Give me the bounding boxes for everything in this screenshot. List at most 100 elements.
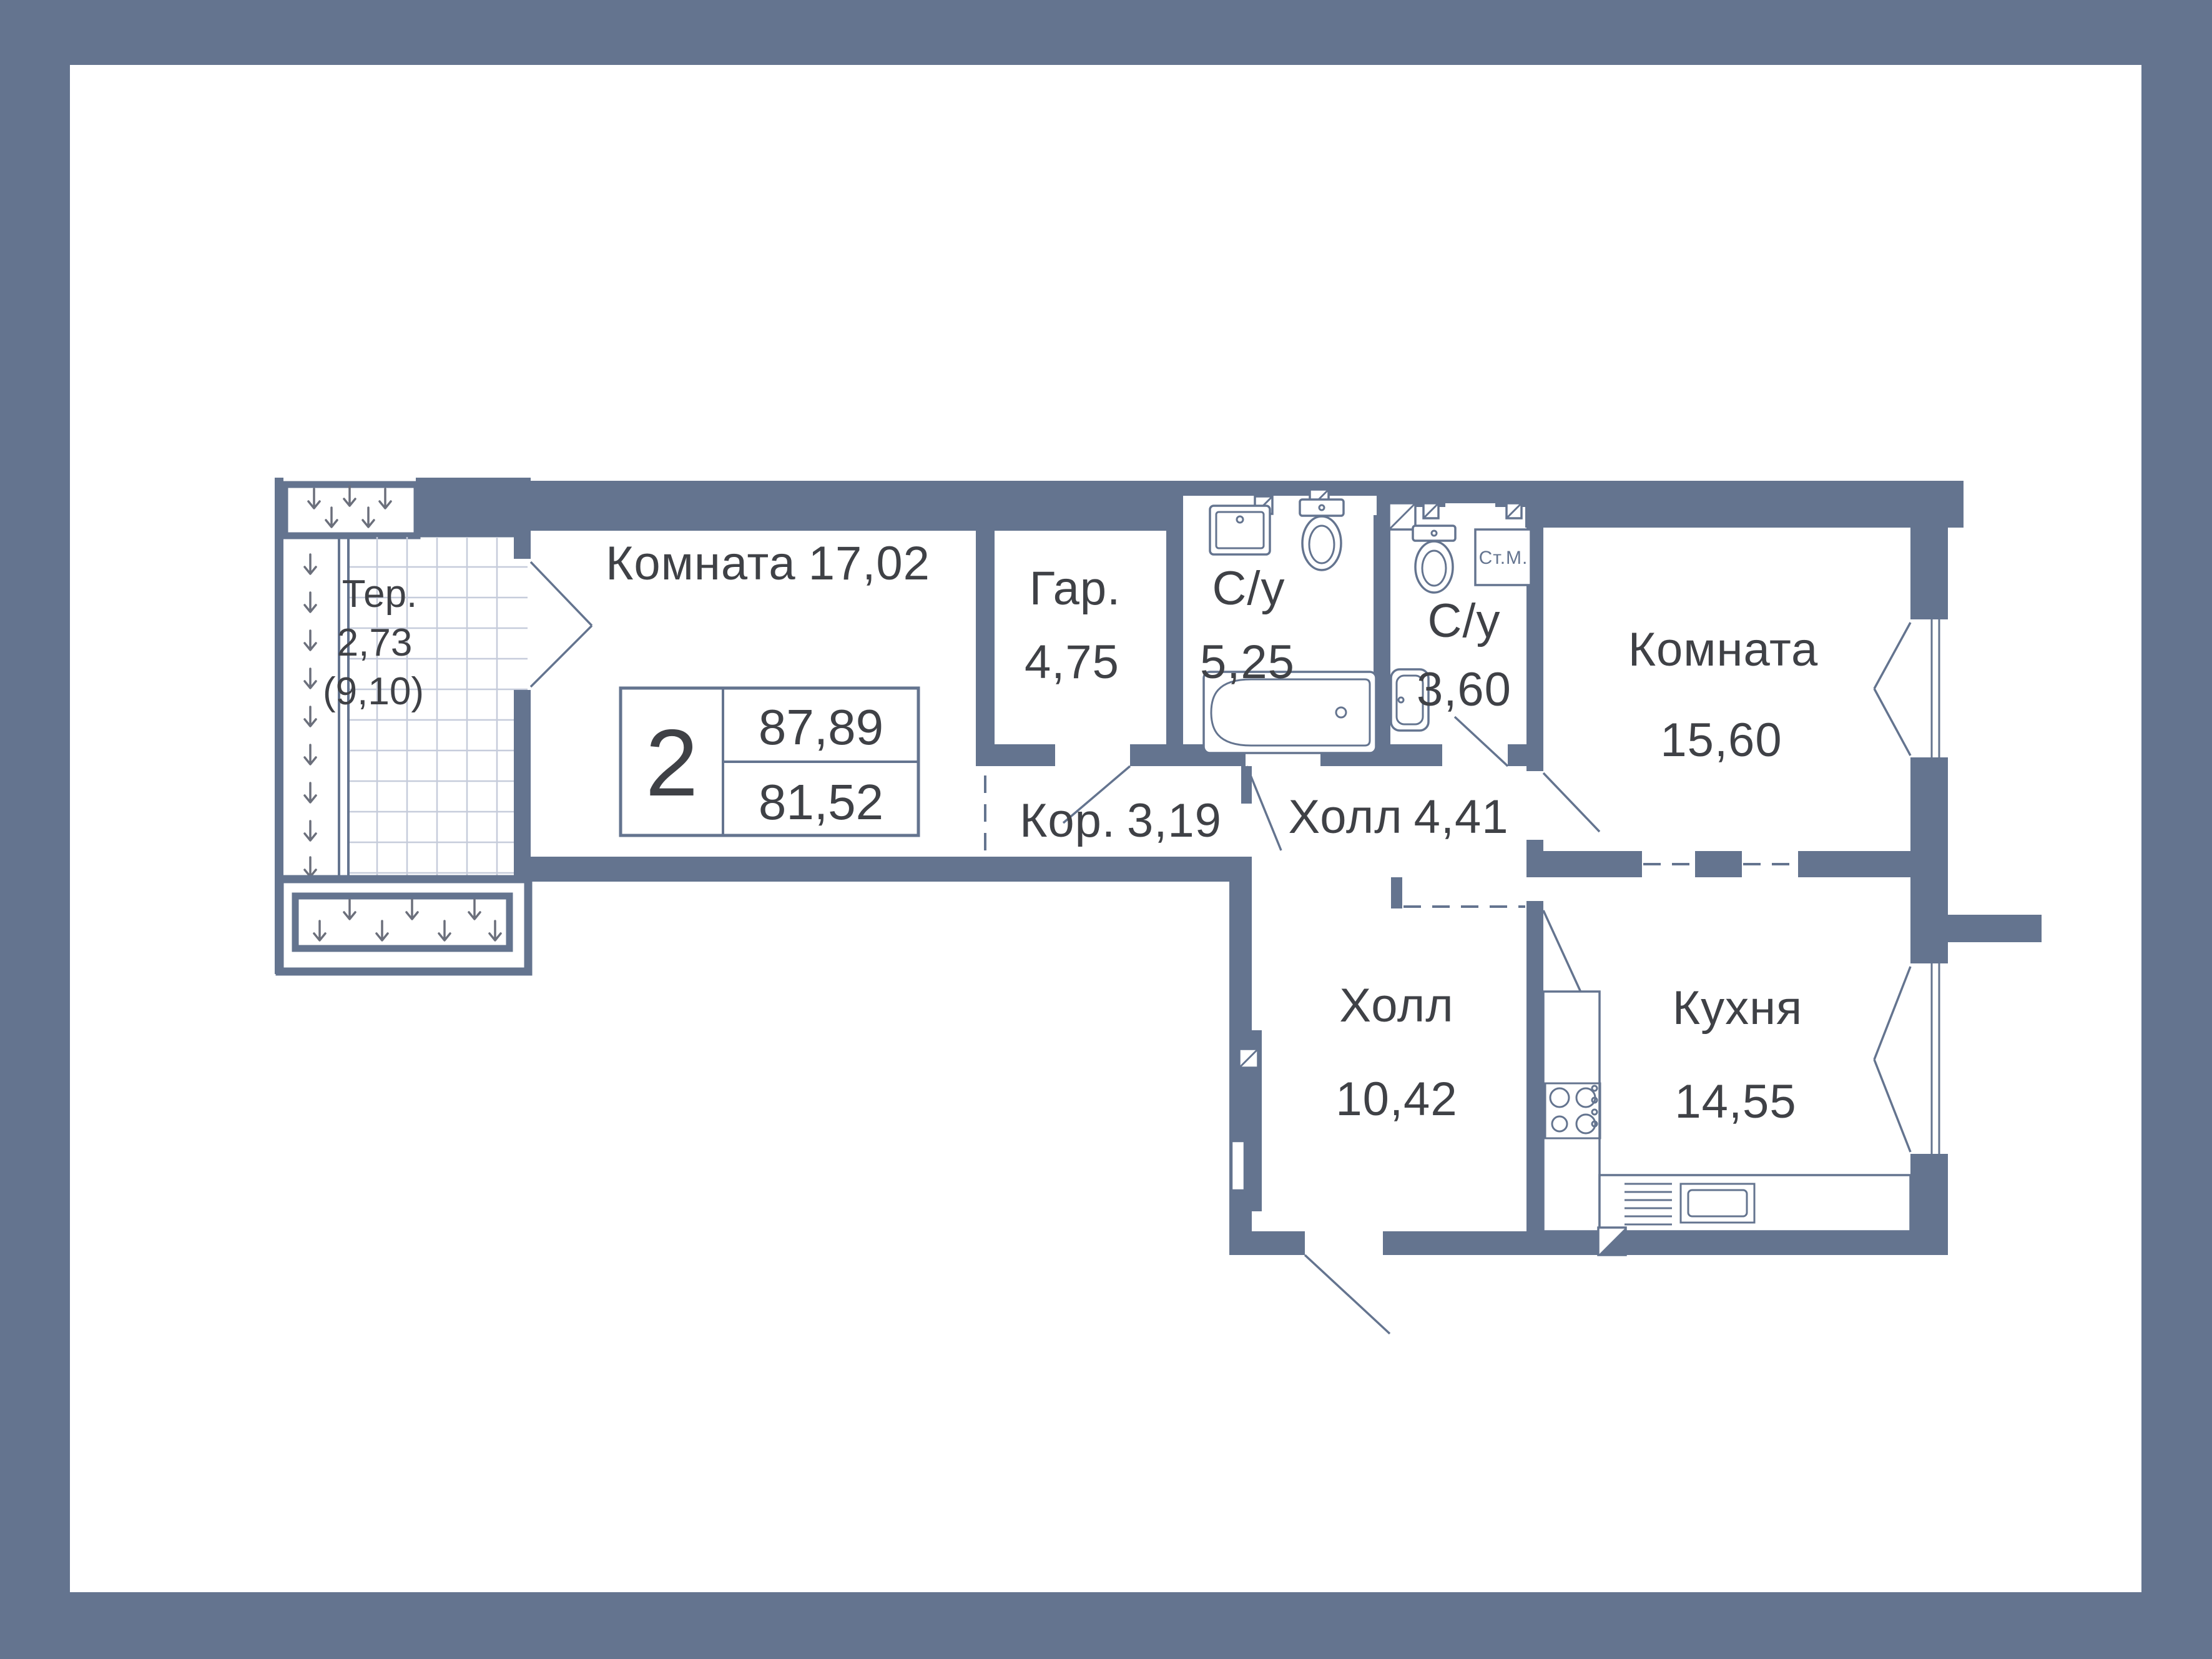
planting-box-bottom-inner: [292, 892, 513, 952]
wall-stub: [1241, 766, 1252, 804]
stove-knob: [1591, 1085, 1598, 1092]
terrace: Тер. 2,73 (9,10): [275, 478, 533, 976]
hatch-triangle: [1598, 1228, 1626, 1255]
wall-room1-wardrobe: [976, 481, 995, 746]
wardrobe-label: Гар.: [1030, 562, 1121, 615]
wardrobe-door-leaf: [1062, 765, 1131, 824]
doors: [529, 561, 1601, 1335]
stove-knob: [1591, 1108, 1598, 1116]
top-wall: [1174, 481, 1380, 496]
wall: [514, 690, 531, 859]
room2-kitchen-wall: [1526, 851, 1642, 877]
kitchen-sink-icon: [1679, 1183, 1756, 1224]
terrace-tile-grid: [350, 537, 528, 877]
terrace-left-wall: [275, 478, 283, 974]
kitchen-door-leaf: [1542, 910, 1586, 1001]
wall-niche: [1231, 1140, 1246, 1191]
kitchen-counter-left: [1542, 990, 1601, 1233]
stove-knob: [1591, 1120, 1598, 1128]
toilet-tank: [1299, 498, 1345, 517]
wall: [976, 744, 1055, 766]
right-wall: [1910, 481, 1948, 619]
toilet-button: [1430, 529, 1438, 537]
dish-drainer: [1625, 1183, 1672, 1226]
toilet-bowl: [1308, 524, 1335, 564]
bathroom-1-fixtures: [1202, 498, 1377, 754]
wall-wardrobe-bath1: [1166, 481, 1183, 746]
vent-diagonal: [1422, 502, 1440, 519]
room2-window: [1930, 619, 1940, 757]
room2-label: Комната: [1628, 623, 1819, 676]
bathroom-2-fixtures: Ст.М.: [1390, 524, 1532, 732]
washing-machine-icon: [1474, 528, 1532, 586]
wardrobe-area: 4,75: [1025, 636, 1119, 689]
room2-kitchen-wall: [1695, 851, 1742, 877]
neighbor-wall-stub: [1948, 915, 2042, 942]
terrace-door-swing: [529, 561, 593, 688]
wall-block: [416, 478, 523, 537]
bathtub-drain: [1335, 706, 1347, 719]
kitchen-label: Кухня: [1673, 982, 1802, 1035]
rooms-count: 2: [646, 710, 699, 816]
terrace-area-full: (9,10): [323, 670, 424, 713]
corridor-label: Кор.3,19: [1020, 794, 1222, 847]
kitchen-window-swing: [1873, 966, 1912, 1153]
hall-entry-label: Холл: [1339, 979, 1453, 1032]
vent-diagonal: [1505, 502, 1523, 519]
burner: [1575, 1113, 1596, 1135]
wall: [514, 478, 531, 559]
vent-diagonal: [1388, 502, 1417, 531]
kitchen-area: 14,55: [1674, 1075, 1796, 1128]
south-wall: [514, 857, 1252, 882]
sink-icon: [1390, 668, 1430, 732]
wall-step: [1391, 877, 1402, 908]
wall-room2-left: [1526, 481, 1543, 771]
sink-basin: [1215, 511, 1265, 549]
toilet-button: [1318, 504, 1325, 511]
windows: [1873, 619, 1940, 1154]
terrace-area: 2,73: [337, 621, 413, 664]
bathtub-icon: [1202, 671, 1377, 754]
bottom-wall: [1229, 1231, 1305, 1255]
planting-box-top: [281, 481, 421, 539]
walls: [512, 478, 2042, 1255]
toilet-tank: [1412, 524, 1457, 542]
stove-icon: [1544, 1082, 1601, 1140]
entry-door-leaf: [1304, 1254, 1391, 1335]
room2-window-swing: [1873, 622, 1912, 756]
bathroom1-label: С/у: [1212, 562, 1285, 615]
hall-kitchen-divider: [1526, 921, 1543, 1231]
bathroom1-area: 5,25: [1200, 636, 1295, 689]
burner: [1549, 1087, 1570, 1108]
bottom-wall: [1531, 1231, 1910, 1255]
sink-basin: [1395, 674, 1424, 726]
hall-entry-area: 10,42: [1335, 1073, 1457, 1126]
bathroom2-label: С/у: [1428, 594, 1501, 647]
toilet-bowl: [1421, 549, 1447, 587]
living-area: 81,52: [759, 774, 883, 830]
wall: [1508, 744, 1543, 766]
stove-knob: [1591, 1096, 1598, 1104]
service-symbols: [1238, 1048, 1627, 1256]
burner: [1551, 1115, 1568, 1133]
top-wall: [512, 481, 1174, 531]
kitchen-pier: [1526, 901, 1543, 921]
top-wall: [1525, 481, 1964, 528]
bathtub-inner: [1210, 678, 1371, 747]
kitchen-window: [1930, 963, 1940, 1154]
kitchen-sink-basin: [1687, 1189, 1748, 1218]
kitchen-fixtures: [1542, 990, 1912, 1233]
faucet-dot: [1236, 515, 1244, 524]
room2-door-leaf: [1542, 772, 1601, 833]
plan-background: [70, 65, 2141, 1592]
right-wall: [1910, 757, 1948, 963]
right-wall: [1910, 1154, 1948, 1255]
total-area: 87,89: [759, 699, 883, 755]
toilet-icon: [1301, 515, 1342, 571]
bottom-wall: [1383, 1231, 1531, 1255]
sink-icon: [1209, 505, 1271, 556]
